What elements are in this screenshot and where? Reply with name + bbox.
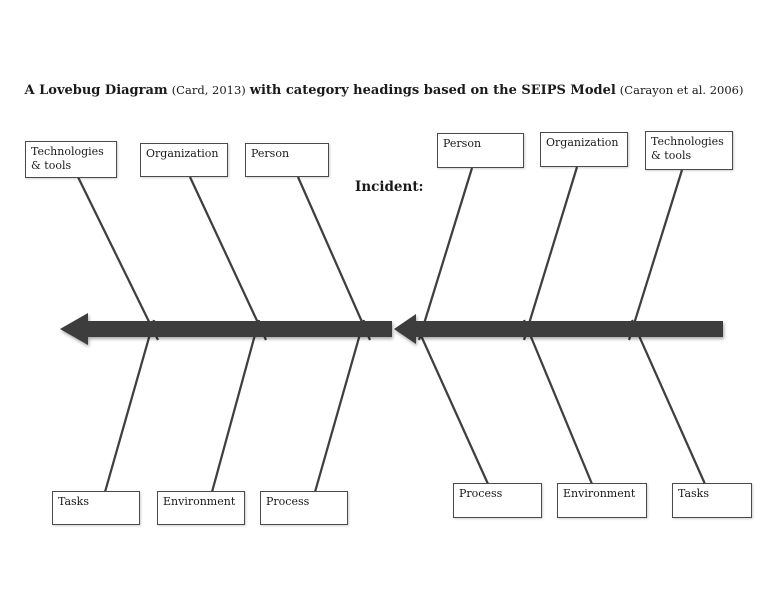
right-fish-ribs bbox=[412, 166, 707, 485]
title-main-2: with category headings based on the SEIP… bbox=[249, 83, 616, 98]
rib-line bbox=[76, 176, 160, 341]
title-citation-2: (Carayon et al. 2006) bbox=[619, 83, 744, 97]
category-box-right-bottom-process: Process bbox=[453, 483, 542, 518]
category-box-left-top-technologies-tools: Technologies & tools bbox=[25, 141, 117, 178]
rib-line bbox=[522, 319, 594, 485]
category-box-left-top-person: Person bbox=[245, 143, 329, 177]
category-box-left-bottom-tasks: Tasks bbox=[52, 491, 140, 525]
rib-line bbox=[627, 169, 684, 341]
category-box-right-top-technologies-tools: Technologies & tools bbox=[645, 131, 733, 170]
incident-label: Incident: bbox=[355, 179, 424, 195]
left-fish-ribs bbox=[76, 176, 372, 493]
category-box-left-bottom-environment: Environment bbox=[157, 491, 245, 525]
category-box-right-bottom-environment: Environment bbox=[557, 483, 647, 518]
rib-line bbox=[412, 319, 490, 485]
rib-line bbox=[313, 319, 366, 493]
rib-line bbox=[296, 176, 372, 341]
rib-line bbox=[522, 166, 579, 341]
title-citation-1: (Card, 2013) bbox=[171, 83, 246, 97]
rib-line bbox=[210, 319, 261, 493]
rib-line bbox=[417, 167, 474, 341]
title-main-1: A Lovebug Diagram bbox=[24, 83, 168, 98]
left-spine-arrow bbox=[60, 313, 392, 345]
category-box-right-bottom-tasks: Tasks bbox=[672, 483, 752, 518]
rib-line bbox=[188, 176, 268, 341]
category-box-right-top-organization: Organization bbox=[540, 132, 628, 167]
rib-line bbox=[630, 319, 707, 485]
rib-line bbox=[103, 319, 156, 493]
diagram-title: A Lovebug Diagram(Card, 2013)with catego… bbox=[0, 82, 768, 99]
category-box-right-top-person: Person bbox=[437, 133, 524, 168]
category-box-left-bottom-process: Process bbox=[260, 491, 348, 525]
category-box-left-top-organization: Organization bbox=[140, 143, 228, 177]
right-spine-arrow bbox=[394, 314, 723, 344]
